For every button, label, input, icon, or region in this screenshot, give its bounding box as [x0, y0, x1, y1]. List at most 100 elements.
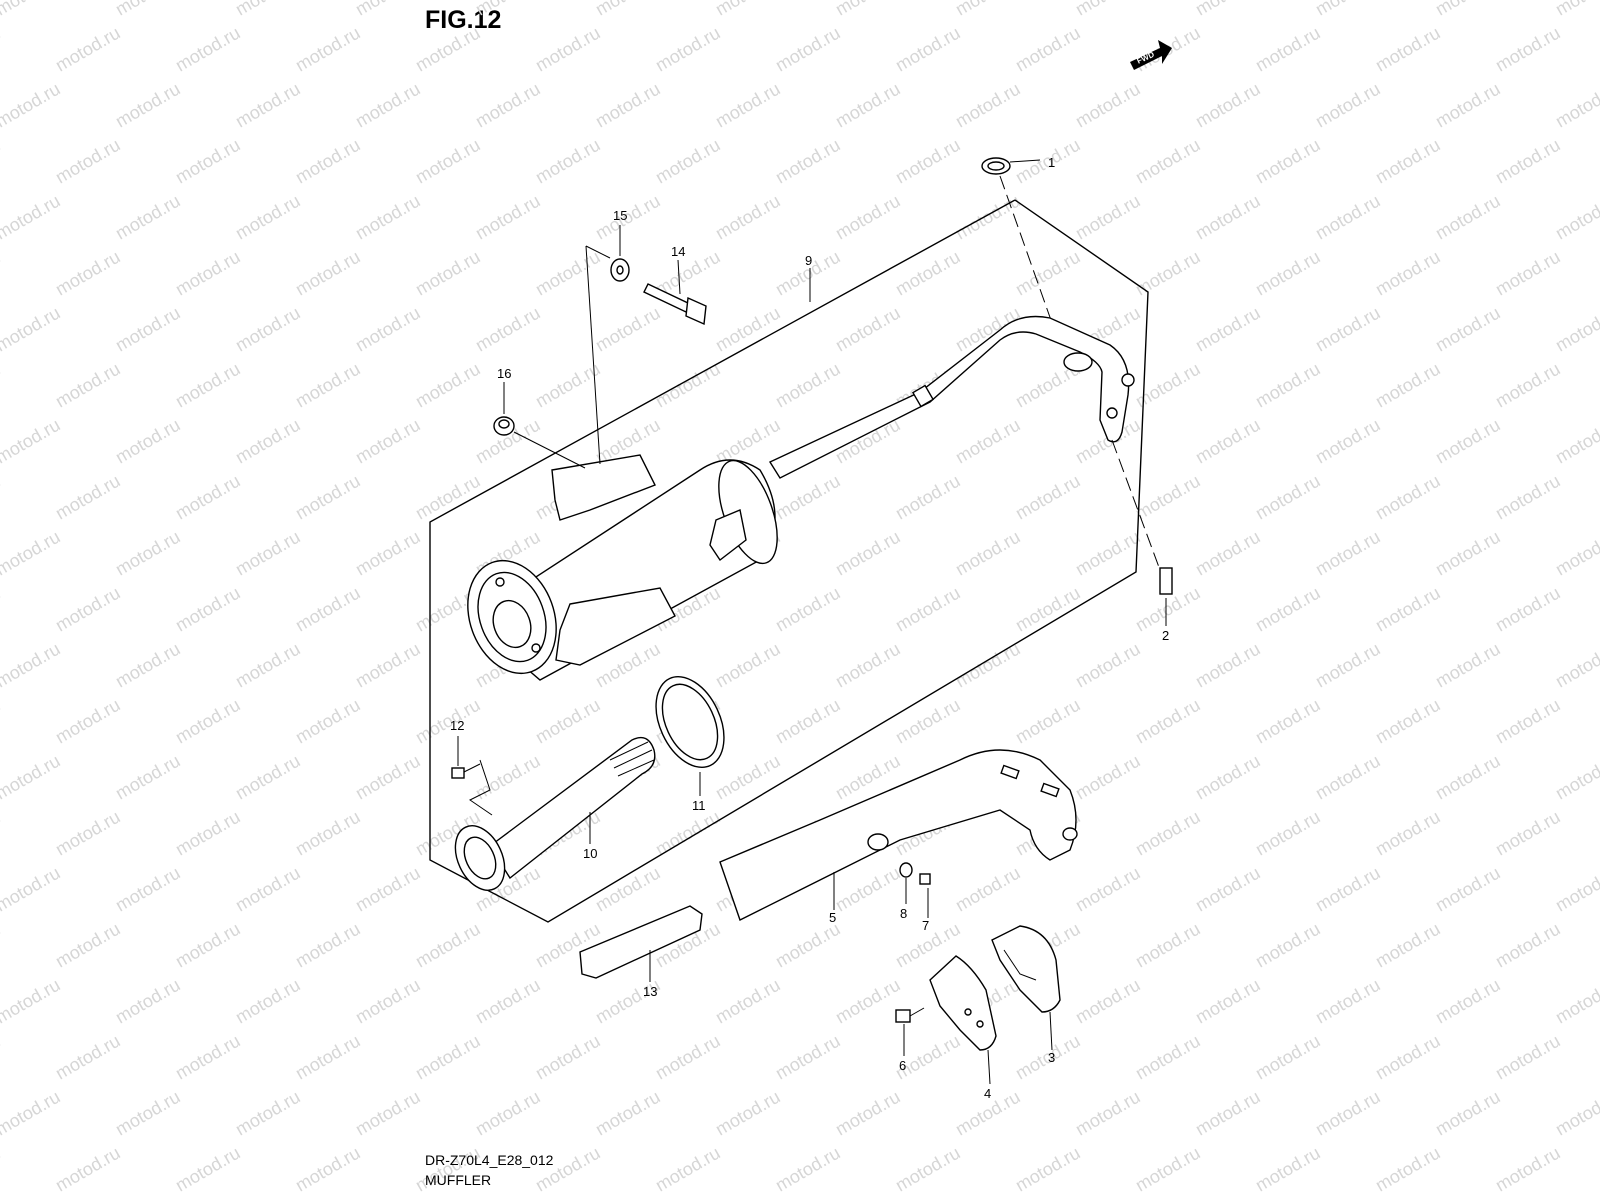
- watermark-text: motod.ru: [52, 135, 124, 188]
- watermark-text: motod.ru: [1432, 863, 1504, 916]
- watermark-text: motod.ru: [532, 1143, 604, 1196]
- drawing-code: DR-Z70L4_E28_012: [425, 1152, 554, 1168]
- callout-7: 7: [922, 918, 929, 933]
- watermark-text: motod.ru: [1132, 471, 1204, 524]
- callout-15: 15: [613, 208, 627, 223]
- watermark-text: motod.ru: [832, 191, 904, 244]
- watermark-text: motod.ru: [1192, 191, 1264, 244]
- watermark-text: motod.ru: [1192, 303, 1264, 356]
- watermark-text: motod.ru: [1552, 639, 1600, 692]
- screw-part-12: [451, 736, 493, 816]
- watermark-text: motod.ru: [952, 639, 1024, 692]
- watermark-text: motod.ru: [1312, 303, 1384, 356]
- watermark-text: motod.ru: [652, 1143, 724, 1196]
- watermark-text: motod.ru: [832, 1087, 904, 1140]
- watermark-text: motod.ru: [1552, 0, 1600, 19]
- watermark-text: motod.ru: [1552, 975, 1600, 1028]
- watermark-text: motod.ru: [352, 527, 424, 580]
- watermark-text: motod.ru: [52, 695, 124, 748]
- watermark-text: motod.ru: [352, 0, 424, 19]
- watermark-text: motod.ru: [1312, 415, 1384, 468]
- callout-14: 14: [671, 244, 685, 259]
- watermark-text: motod.ru: [232, 415, 304, 468]
- watermark-text: motod.ru: [52, 583, 124, 636]
- watermark-text: motod.ru: [412, 135, 484, 188]
- watermark-text: motod.ru: [832, 975, 904, 1028]
- watermark-text: motod.ru: [1372, 695, 1444, 748]
- watermark-text: motod.ru: [1192, 751, 1264, 804]
- watermark-text: motod.ru: [1252, 1143, 1324, 1196]
- bracket-part-4: [929, 955, 997, 1085]
- watermark-text: motod.ru: [592, 191, 664, 244]
- watermark-text: motod.ru: [1552, 415, 1600, 468]
- watermark-text: motod.ru: [112, 863, 184, 916]
- watermark-text: motod.ru: [1072, 0, 1144, 19]
- watermark-text: motod.ru: [1252, 135, 1324, 188]
- watermark-text: motod.ru: [0, 583, 4, 636]
- watermark-text: motod.ru: [1492, 807, 1564, 860]
- watermark-text: motod.ru: [652, 807, 724, 860]
- nut-part-16: [493, 382, 586, 469]
- callout-11: 11: [692, 798, 706, 813]
- watermark-text: motod.ru: [412, 919, 484, 972]
- watermark-text: motod.ru: [712, 639, 784, 692]
- callout-8: 8: [900, 906, 907, 921]
- watermark-text: motod.ru: [52, 359, 124, 412]
- watermark-text: motod.ru: [0, 415, 64, 468]
- spark-arrester-part-10: [454, 736, 656, 891]
- watermark-text: motod.ru: [172, 1143, 244, 1196]
- watermark-text: motod.ru: [712, 751, 784, 804]
- watermark-text: motod.ru: [1312, 1087, 1384, 1140]
- watermark-text: motod.ru: [112, 751, 184, 804]
- watermark-text: motod.ru: [52, 807, 124, 860]
- watermark-text: motod.ru: [172, 247, 244, 300]
- watermark-text: motod.ru: [712, 975, 784, 1028]
- watermark-text: motod.ru: [772, 1143, 844, 1196]
- callout-6: 6: [899, 1058, 906, 1073]
- watermark-text: motod.ru: [52, 1031, 124, 1084]
- callout-10: 10: [583, 846, 597, 861]
- muffler-body: [467, 454, 778, 681]
- watermark-text: motod.ru: [1252, 807, 1324, 860]
- watermark-text: motod.ru: [1492, 23, 1564, 76]
- watermark-text: motod.ru: [832, 303, 904, 356]
- callout-9: 9: [805, 253, 812, 268]
- watermark-text: motod.ru: [0, 639, 64, 692]
- watermark-text: motod.ru: [112, 1087, 184, 1140]
- watermark-text: motod.ru: [1492, 695, 1564, 748]
- watermark-text: motod.ru: [532, 359, 604, 412]
- watermark-text: motod.ru: [1012, 471, 1084, 524]
- watermark-text: motod.ru: [1132, 1031, 1204, 1084]
- watermark-text: motod.ru: [1132, 1143, 1204, 1196]
- watermark-text: motod.ru: [52, 471, 124, 524]
- gasket-part-1: [981, 157, 1059, 341]
- watermark-text: motod.ru: [532, 247, 604, 300]
- watermark-text: motod.ru: [1552, 79, 1600, 132]
- watermark-text: motod.ru: [352, 751, 424, 804]
- bolt-part-2: [1111, 439, 1173, 626]
- watermark-text: motod.ru: [412, 471, 484, 524]
- watermark-text: motod.ru: [52, 1143, 124, 1196]
- watermark-text: motod.ru: [0, 527, 64, 580]
- watermark-text: motod.ru: [1072, 751, 1144, 804]
- watermark-text: motod.ru: [52, 23, 124, 76]
- watermark-text: motod.ru: [1372, 583, 1444, 636]
- watermark-text: motod.ru: [172, 583, 244, 636]
- watermark-text: motod.ru: [1192, 1087, 1264, 1140]
- watermark-text: motod.ru: [592, 975, 664, 1028]
- watermark-text: motod.ru: [1552, 1087, 1600, 1140]
- watermark-text: motod.ru: [472, 191, 544, 244]
- watermark-text: motod.ru: [1132, 135, 1204, 188]
- watermark-text: motod.ru: [172, 471, 244, 524]
- watermark-text: motod.ru: [952, 0, 1024, 19]
- watermark-text: motod.ru: [0, 191, 64, 244]
- watermark-text: motod.ru: [292, 583, 364, 636]
- watermark-text: motod.ru: [772, 471, 844, 524]
- watermark-text: motod.ru: [352, 415, 424, 468]
- watermark-text: motod.ru: [0, 751, 64, 804]
- watermark-text: motod.ru: [532, 23, 604, 76]
- watermark-text: motod.ru: [772, 695, 844, 748]
- watermark-text: motod.ru: [772, 23, 844, 76]
- watermark-text: motod.ru: [1492, 247, 1564, 300]
